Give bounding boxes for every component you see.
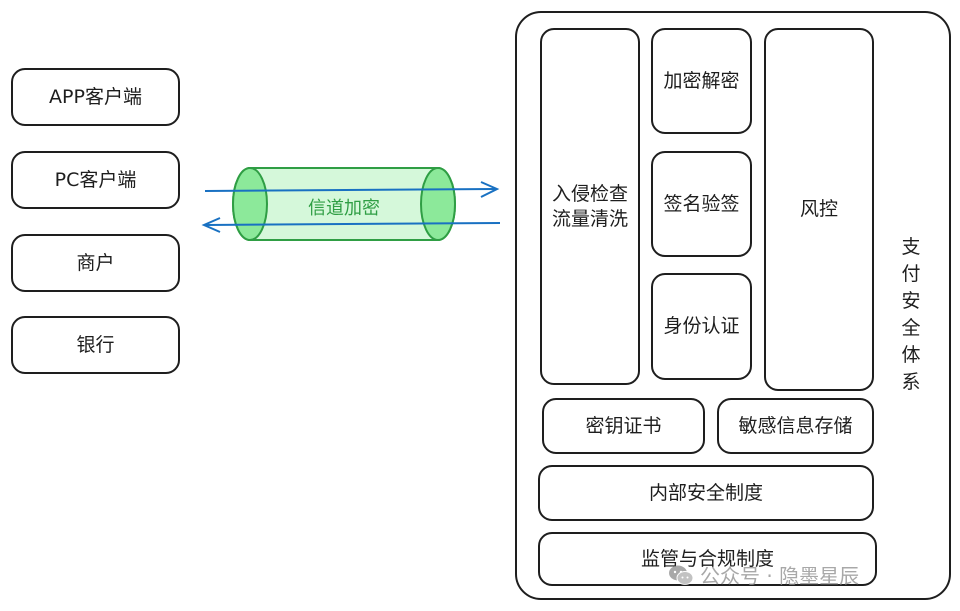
- channel-tube-left-cap: [232, 167, 268, 241]
- watermark-text: 公众号 · 隐墨星辰: [700, 564, 860, 588]
- client-pc-box: PC客户端: [11, 151, 180, 209]
- client-merchant-label: 商户: [76, 251, 115, 274]
- client-merchant-box: 商户: [11, 234, 180, 292]
- encryption-label: 加密解密: [663, 69, 740, 92]
- key-certificate-label: 密钥证书: [585, 414, 662, 437]
- sensitive-storage-label: 敏感信息存储: [738, 414, 853, 437]
- identity-module: 身份认证: [651, 273, 752, 380]
- compliance-policy-module: 监管与合规制度: [538, 532, 877, 586]
- identity-label: 身份认证: [663, 315, 740, 338]
- wechat-icon: [669, 565, 694, 585]
- internal-policy-module: 内部安全制度: [538, 465, 874, 521]
- arrow-to-system-head: [480, 181, 500, 198]
- encryption-module: 加密解密: [651, 28, 752, 134]
- compliance-policy-label: 监管与合规制度: [640, 547, 774, 570]
- arrow-to-clients-head: [201, 217, 221, 233]
- signature-label: 签名验签: [663, 192, 740, 215]
- channel-label: 信道加密: [308, 198, 380, 219]
- client-app-box: APP客户端: [11, 68, 180, 126]
- risk-control-module: 风控: [764, 28, 874, 391]
- channel-tube-right-cap: [420, 167, 456, 241]
- client-pc-label: PC客户端: [54, 168, 137, 191]
- client-bank-box: 银行: [11, 316, 180, 374]
- key-certificate-module: 密钥证书: [542, 398, 705, 454]
- signature-module: 签名验签: [651, 151, 752, 257]
- arrow-to-clients-line: [205, 222, 501, 226]
- system-title: 支付安全体系: [901, 236, 921, 393]
- payment-security-system-container: [515, 11, 951, 600]
- client-app-label: APP客户端: [49, 85, 142, 108]
- internal-policy-label: 内部安全制度: [648, 481, 763, 504]
- watermark: 公众号 · 隐墨星辰: [668, 560, 859, 589]
- intrusion-label: 入侵检查 流量清洗: [551, 182, 628, 230]
- risk-control-label: 风控: [799, 198, 838, 221]
- sensitive-storage-module: 敏感信息存储: [717, 398, 874, 454]
- arrow-to-system-line: [204, 188, 496, 192]
- client-bank-label: 银行: [76, 333, 115, 356]
- intrusion-module: 入侵检查 流量清洗: [540, 28, 640, 385]
